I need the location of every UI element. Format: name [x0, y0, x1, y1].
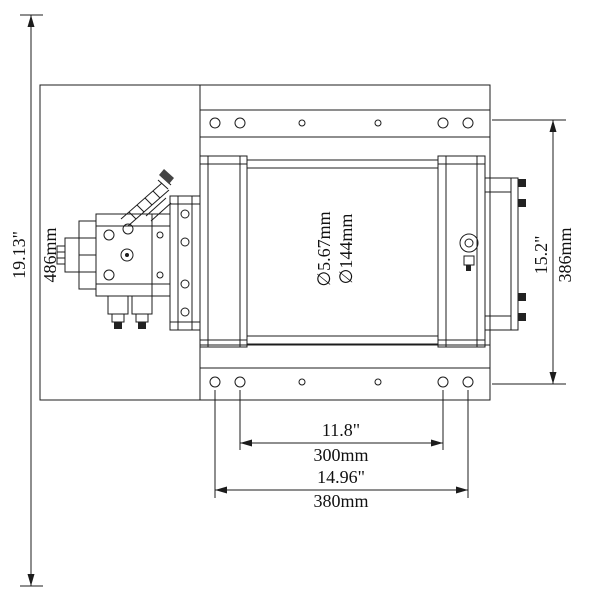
- dimension-height-mount: [492, 119, 566, 385]
- bottom-bolt-row: [209, 376, 474, 388]
- arrowhead-icon: [27, 15, 35, 27]
- arrowhead-icon: [215, 486, 227, 494]
- overall-height-inches-label: 19.13": [9, 231, 29, 279]
- top-bolt-row: [209, 117, 474, 129]
- hydraulic-motor-assembly: [56, 169, 201, 331]
- hydraulic-hoses: [120, 169, 174, 227]
- overall-height-mm-label: 486mm: [40, 227, 60, 283]
- dimension-width-mount: [214, 390, 469, 498]
- arrowhead-icon: [549, 372, 557, 384]
- arrowhead-icon: [431, 439, 443, 447]
- hose-fitting-icon: [159, 169, 174, 184]
- motor-body: [95, 213, 171, 297]
- gear-housing: [484, 177, 526, 331]
- drum-diameter-primary-label: ∅5.67mm: [314, 211, 334, 287]
- mount-width-mm-label: 380mm: [313, 491, 369, 511]
- motor-mount-bracket: [169, 195, 201, 331]
- dimension-height-overall: [20, 14, 43, 587]
- valve-blocks: [107, 295, 153, 329]
- drum-diameter-secondary-label: ∅144mm: [336, 213, 356, 285]
- bolt-tab-icon: [518, 293, 526, 301]
- motor-end-cap: [78, 220, 97, 290]
- bolt-tab-icon: [518, 199, 526, 207]
- bolt-span-mm-label: 300mm: [313, 445, 369, 465]
- arrowhead-icon: [456, 486, 468, 494]
- drum-port: [459, 233, 479, 271]
- arrowhead-icon: [240, 439, 252, 447]
- mount-width-inches-label: 14.96": [317, 467, 365, 487]
- bolt-tab-icon: [518, 313, 526, 321]
- bolt-span-inches-label: 11.8": [321, 420, 361, 440]
- dimension-bolt-span: [239, 390, 444, 450]
- arrowhead-icon: [27, 574, 35, 586]
- mount-height-mm-label: 386mm: [555, 227, 575, 283]
- arrowhead-icon: [549, 120, 557, 132]
- bolt-tab-icon: [518, 179, 526, 187]
- mount-height-inches-label: 15.2": [531, 235, 551, 275]
- motor-port-connector: [56, 237, 80, 273]
- mounting-plate: [39, 84, 491, 401]
